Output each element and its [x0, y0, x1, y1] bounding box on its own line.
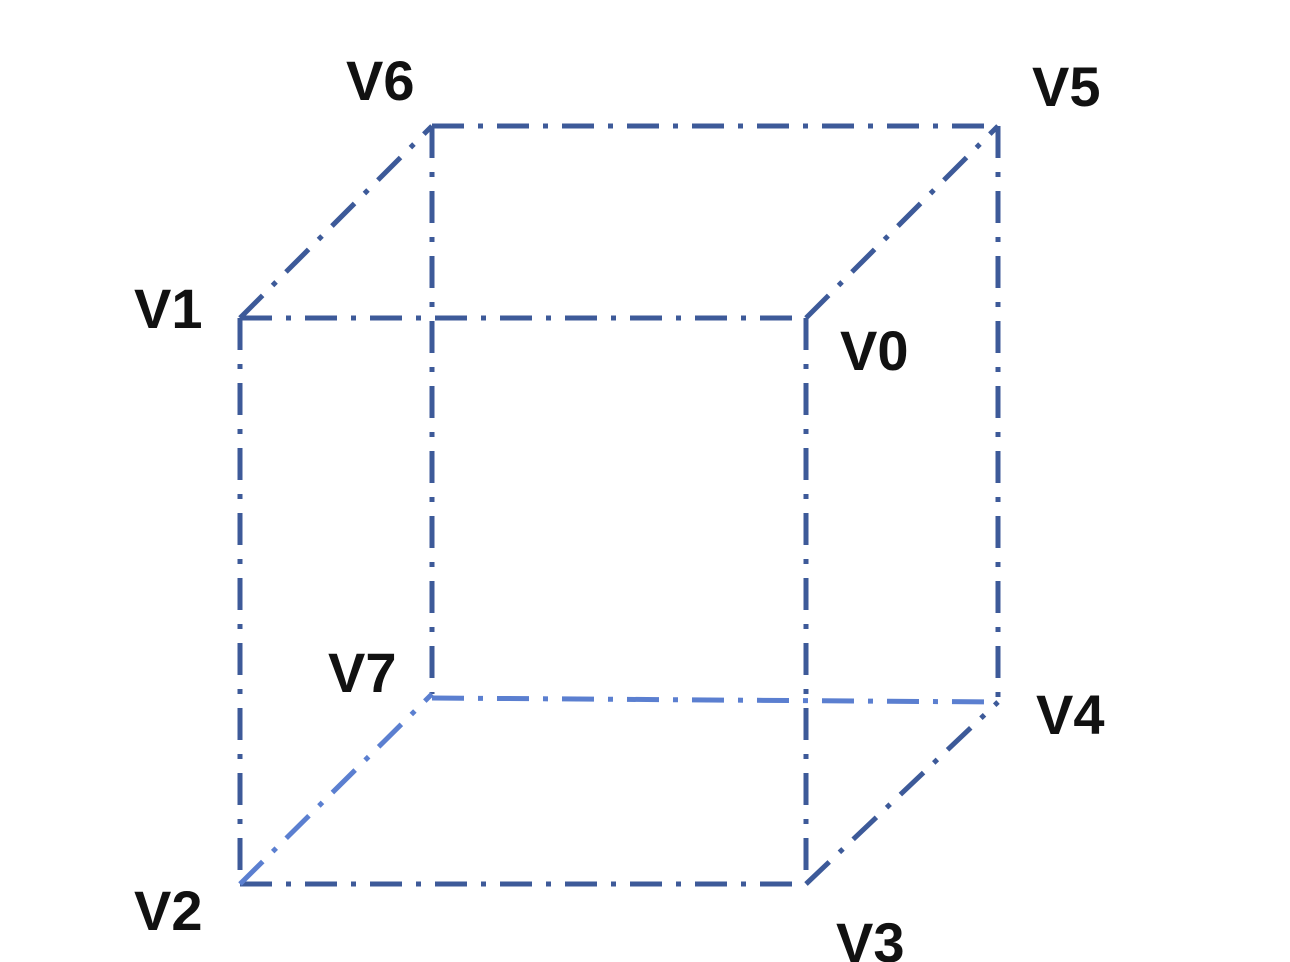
vertex-label-v1: V1 [134, 277, 203, 340]
vertex-label-v0: V0 [840, 319, 909, 382]
edge-v1-v6 [238, 124, 434, 320]
edge-v2-v7 [238, 692, 434, 886]
vertex-label-v7: V7 [328, 641, 397, 704]
vertex-label-v3: V3 [836, 911, 905, 962]
edge-v0-v5 [804, 124, 1000, 320]
edge-v3-v4 [804, 700, 1000, 886]
vertex-label-v2: V2 [134, 879, 203, 942]
edge-v7-v4 [431, 695, 999, 705]
vertex-label-v5: V5 [1032, 55, 1101, 118]
vertex-label-v6: V6 [346, 49, 415, 112]
vertex-label-v4: V4 [1036, 683, 1105, 746]
